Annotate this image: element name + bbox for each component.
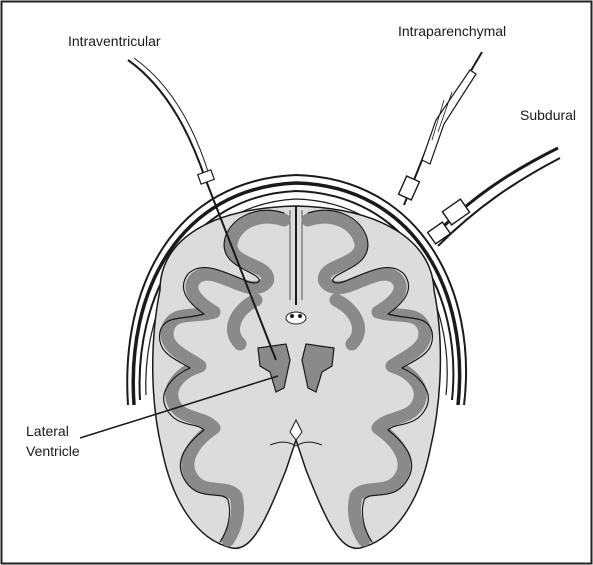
fornix-dot-left — [290, 314, 294, 318]
label-intraventricular: Intraventricular — [68, 32, 161, 50]
label-intraparenchymal: Intraparenchymal — [398, 22, 506, 40]
label-lateral-ventricle-line1: Lateral — [26, 422, 69, 440]
label-lateral-ventricle-line2: Ventricle — [26, 442, 80, 460]
fornix-dot-right — [298, 314, 302, 318]
septum-structure — [286, 312, 306, 324]
label-subdural: Subdural — [520, 106, 576, 124]
